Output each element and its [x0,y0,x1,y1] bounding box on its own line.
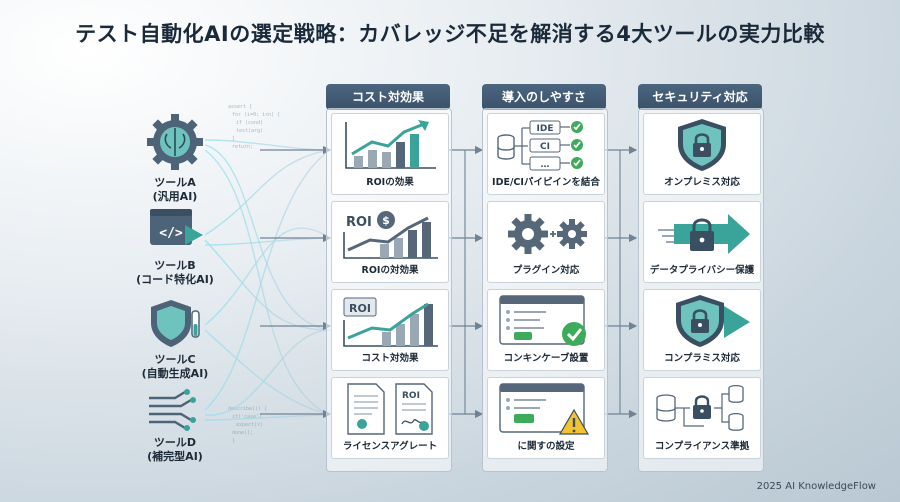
svg-text:$: $ [382,214,390,227]
card-data-privacy: データプライバシー保護 [643,201,761,283]
roi-text: ROI [349,302,371,315]
card-label: コンプライアンス準拠 [654,441,750,452]
database-network-lock-icon [656,384,744,431]
column-security: オンプレミス対応 データプライバシー保護 コンプラミス対応 [638,108,764,472]
svg-text:assert {: assert { [228,104,252,110]
tool-d-type: (補完型AI) [147,450,203,463]
card-label: プラグイン対応 [512,265,580,276]
card-label: コスト対効果 [361,353,419,364]
card-cost-effectiveness: ROI コスト対効果 [331,289,449,371]
card-label: IDE/CIパイピインを結合 [492,177,600,188]
card-label: オンプレミス対応 [664,177,740,188]
footer-credit: 2025 AI KnowledgeFlow [756,481,876,492]
brain-gear-icon [147,114,203,170]
card-label: コンプラミス対応 [664,353,740,364]
header-cost-effectiveness: コスト対効果 [326,84,450,110]
column-cost-effectiveness: ROIの効果 ROI $ ROIの対効果 ROI コスト対効果 [326,108,452,472]
shield-lock-arrow-icon [676,295,750,347]
card-plugin-support: プラグイン対応 [487,201,605,283]
gears-icon [508,214,587,254]
card-compliance: コンプライアンス準拠 [643,377,761,459]
circuit-icon [149,389,196,431]
svg-text:describe(() {: describe(() { [228,406,267,412]
column-ease-of-adoption: IDE CI … IDE/CIパイピインを結合 [482,108,608,472]
shield-flask-icon [151,300,200,347]
settings-window-warning-icon [499,383,590,435]
svg-text:done();: done(); [232,430,253,436]
header-ease-of-adoption: 導入のしやすさ [482,84,606,110]
tool-b-name: ツールB [154,259,196,272]
svg-text:return;: return; [232,144,253,150]
card-on-premise: オンプレミス対応 [643,113,761,195]
shield-lock-icon [678,119,726,171]
ci-text: CI [540,142,550,152]
header-security: セキュリティ対応 [638,84,762,110]
tool-d-name: ツールD [153,436,197,449]
tool-d: ツールD (補完型AI) [120,388,230,464]
tool-a-name: ツールA [154,176,196,189]
card-label: ROIの効果 [366,177,414,188]
roi-text: ROI [346,215,372,230]
tool-a-type: (汎用AI) [152,190,198,203]
settings-window-check-icon [499,295,586,346]
roi-text: ROI [402,391,420,401]
card-config-setup: コンキンケーブ設置 [487,289,605,371]
lock-arrow-icon [658,214,750,254]
card-compromise-support: コンプラミス対応 [643,289,761,371]
card-ide-ci-integration: IDE CI … IDE/CIパイピインを結合 [487,113,605,195]
roi-chart-icon: ROI [343,297,438,347]
tool-c: ツールC (自動生成AI) [120,297,230,381]
card-roi-cost-effect: ROI $ ROIの対効果 [331,201,449,283]
card-related-settings: に関すの設定 [487,377,605,459]
svg-text:</>: </> [159,226,183,241]
svg-text:expect(x): expect(x) [236,422,263,428]
tool-a: ツールA (汎用AI) [120,112,230,204]
card-license-agreement: ROI ライセンスアグレート [331,377,449,459]
tool-c-name: ツールC [154,353,196,366]
card-label: ライセンスアグレート [342,441,438,452]
card-label: ROIの対効果 [361,265,419,276]
card-roi-effect: ROIの効果 [331,113,449,195]
svg-text:it('case'): it('case') [232,414,262,420]
license-documents-icon: ROI [347,383,433,435]
card-label: に関すの設定 [517,441,575,452]
ide-text: IDE [537,124,554,134]
pipeline-icon: IDE CI … [497,120,583,171]
tool-c-type: (自動生成AI) [141,367,209,380]
svg-text:}: } [232,438,235,444]
page-title: テスト自動化AIの選定戦略：カバレッジ不足を解消する4大ツールの実力比較 [75,22,825,46]
card-label: コンキンケーブ設置 [503,353,589,364]
svg-text:}: } [232,136,235,142]
svg-text:for (i=0; i<n) {: for (i=0; i<n) { [232,112,280,118]
tool-b-type: (コード特化AI) [136,273,214,286]
svg-text:test(arg): test(arg) [236,128,263,134]
svg-text:if (cond): if (cond) [236,120,263,126]
tool-b: </> ツールB (コード特化AI) [120,205,230,287]
growth-chart-icon [345,120,436,169]
ellipsis-text: … [541,160,550,170]
roi-dollar-chart-icon: ROI $ [343,211,438,259]
card-label: データプライバシー保護 [649,265,755,276]
code-window-icon: </> [150,209,203,245]
